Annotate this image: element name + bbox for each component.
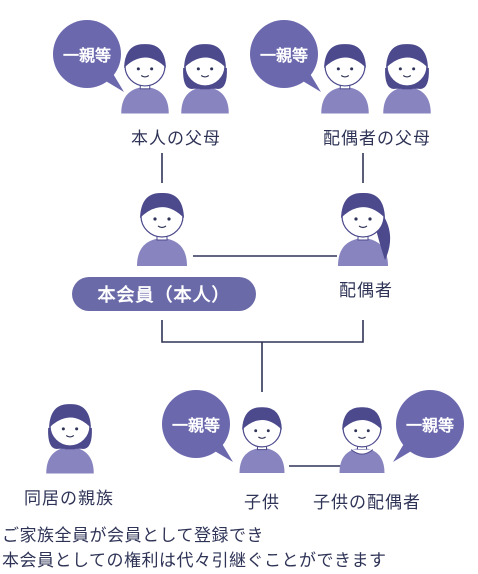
person-icon xyxy=(383,44,431,114)
child-spouse-label: 子供の配偶者 xyxy=(313,493,421,513)
degree-label-spouse-parents: 一親等 xyxy=(259,46,309,65)
spouse-parents-label: 配偶者の父母 xyxy=(323,129,431,149)
children-bracket xyxy=(161,320,364,343)
speech-bubble-icon xyxy=(162,390,233,462)
speech-bubble-icon xyxy=(250,20,321,92)
people xyxy=(46,44,431,474)
footer-line-1: ご家族全員が会員として登録でき xyxy=(2,526,264,546)
degree-label-child-spouse: 一親等 xyxy=(405,416,455,435)
person-icon xyxy=(321,44,369,114)
relatives-label: 同居の親族 xyxy=(24,489,114,509)
child-label: 子供 xyxy=(244,493,280,513)
person-icon xyxy=(137,192,187,266)
degree-label-child: 一親等 xyxy=(171,416,221,435)
person-icon xyxy=(339,407,385,473)
person-icon xyxy=(239,407,285,473)
person-icon xyxy=(46,404,94,474)
connector-lines xyxy=(161,153,364,467)
spouse-label: 配偶者 xyxy=(339,281,393,301)
person-icon xyxy=(121,44,169,114)
own-parents-label: 本人の父母 xyxy=(131,129,221,149)
footer-line-2: 本会員としての権利は代々引継ぐことができます xyxy=(2,551,387,571)
speech-bubble-icon xyxy=(393,390,464,462)
speech-bubble-icon xyxy=(53,20,124,92)
degree-label-own-parents: 一親等 xyxy=(62,46,112,65)
person-icon xyxy=(181,44,229,114)
bubbles xyxy=(53,20,464,462)
main-member-badge: 本会員（本人） xyxy=(72,277,256,311)
person-icon xyxy=(338,192,391,266)
